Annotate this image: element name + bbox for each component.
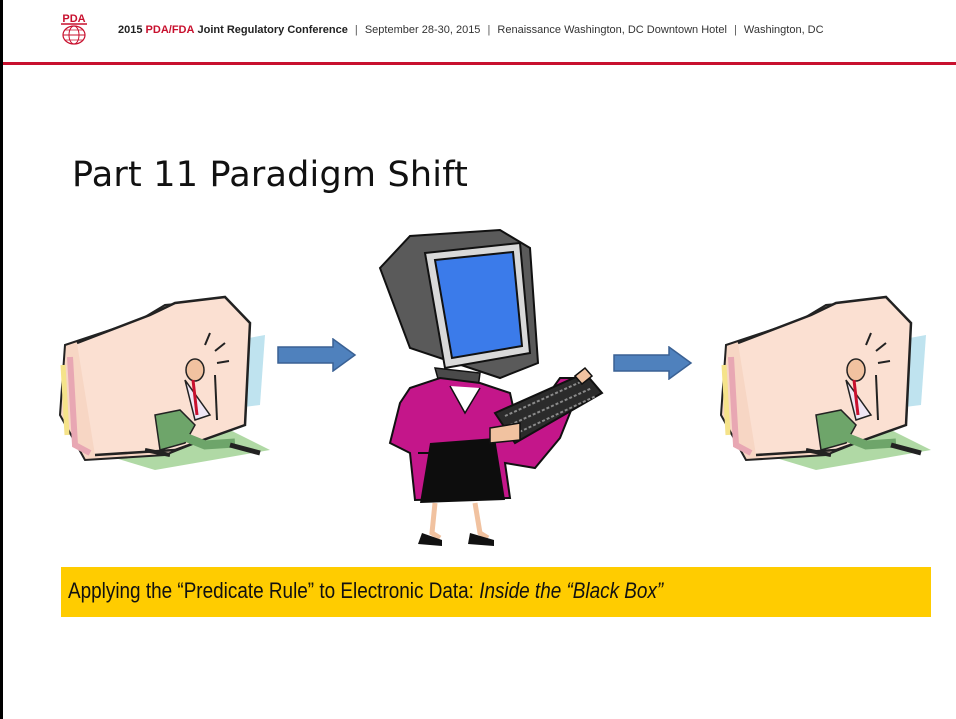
subtitle-highlight-bar — [61, 567, 931, 617]
subtitle-text: Applying the “Predicate Rule” to Electro… — [68, 578, 480, 603]
separator: | — [354, 24, 358, 36]
pda-logo-icon: PDA — [61, 13, 87, 45]
slide-left-border — [0, 0, 3, 719]
logo-text: PDA — [62, 13, 85, 25]
conference-name: Joint Regulatory Conference — [197, 24, 348, 36]
right-arrow-icon — [613, 346, 693, 380]
conference-venue: Renaissance Washington, DC Downtown Hote… — [497, 24, 727, 36]
slide-subtitle: Applying the “Predicate Rule” to Electro… — [68, 578, 663, 604]
computer-head-woman-icon — [378, 228, 604, 546]
conference-dates: September 28-30, 2015 — [364, 24, 481, 36]
header-divider — [0, 62, 956, 65]
man-crushed-by-folder-icon — [719, 295, 931, 470]
separator: | — [733, 24, 737, 36]
right-arrow-icon — [277, 338, 357, 372]
man-crushed-by-folder-icon — [58, 295, 270, 470]
conference-city: Washington, DC — [743, 24, 824, 36]
separator: | — [487, 24, 491, 36]
subtitle-italic-text: Inside the “Black Box” — [479, 578, 664, 603]
slide-title: Part 11 Paradigm Shift — [72, 155, 469, 195]
conference-banner: 2015 PDA/FDA Joint Regulatory Conference… — [118, 24, 824, 36]
header-bar: PDA 2015 PDA/FDA Joint Regulatory Confer… — [0, 0, 956, 62]
conference-year: 2015 — [118, 24, 143, 36]
conference-org: PDA/FDA — [145, 24, 195, 36]
